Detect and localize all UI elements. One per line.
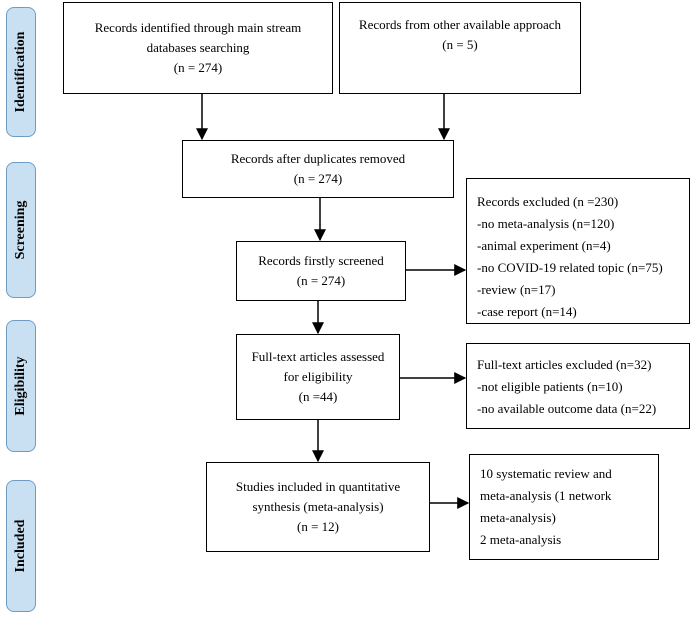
records-excluded-animal: -animal experiment (n=4)	[477, 238, 611, 253]
stage-identification: Identification	[6, 7, 36, 137]
firstly-screened-box: Records firstly screened (n = 274)	[236, 241, 406, 301]
records-other-line1: Records from other available approach	[358, 17, 562, 32]
records-excluded-no-meta: -no meta-analysis (n=120)	[477, 216, 615, 231]
firstly-screened-line1: Records firstly screened	[258, 253, 384, 268]
included-breakdown-line2: meta-analysis (1 network	[480, 488, 612, 503]
records-identified-line1: Records identified through main stream	[94, 20, 302, 35]
fulltext-excluded-box: Full-text articles excluded (n=32) -not …	[466, 343, 690, 429]
after-duplicates-count: (n = 274)	[293, 171, 343, 186]
records-excluded-case-report: -case report (n=14)	[477, 304, 577, 319]
fulltext-assessed-line1: Full-text articles assessed	[251, 349, 385, 364]
fulltext-excluded-outcome: -no available outcome data (n=22)	[477, 401, 657, 416]
studies-included-count: (n = 12)	[297, 519, 339, 534]
stage-screening: Screening	[6, 162, 36, 298]
stage-eligibility: Eligibility	[6, 320, 36, 452]
stage-included: Included	[6, 480, 36, 612]
studies-included-box: Studies included in quantitative synthes…	[206, 462, 430, 552]
after-duplicates-box: Records after duplicates removed (n = 27…	[182, 140, 454, 198]
fulltext-excluded-patients: -not eligible patients (n=10)	[477, 379, 623, 394]
records-excluded-total: Records excluded (n =230)	[477, 194, 619, 209]
fulltext-assessed-box: Full-text articles assessed for eligibil…	[236, 334, 400, 420]
records-excluded-review: -review (n=17)	[477, 282, 556, 297]
records-other-box: Records from other available approach (n…	[339, 2, 581, 94]
records-other-count: (n = 5)	[442, 37, 478, 52]
records-identified-line2: databases searching	[146, 40, 250, 55]
firstly-screened-count: (n = 274)	[296, 273, 346, 288]
fulltext-excluded-total: Full-text articles excluded (n=32)	[477, 357, 652, 372]
records-identified-box: Records identified through main stream d…	[63, 2, 333, 94]
after-duplicates-line1: Records after duplicates removed	[230, 151, 406, 166]
studies-included-line1: Studies included in quantitative	[235, 479, 401, 494]
included-breakdown-line1: 10 systematic review and	[480, 466, 612, 481]
included-breakdown-box: 10 systematic review and meta-analysis (…	[469, 454, 659, 560]
records-excluded-no-covid: -no COVID-19 related topic (n=75)	[477, 260, 663, 275]
records-identified-count: (n = 274)	[173, 60, 223, 75]
records-excluded-box: Records excluded (n =230) -no meta-analy…	[466, 178, 690, 324]
fulltext-assessed-line2: for eligibility	[283, 369, 353, 384]
studies-included-line2: synthesis (meta-analysis)	[252, 499, 384, 514]
included-breakdown-line3: meta-analysis)	[480, 510, 556, 525]
included-breakdown-line4: 2 meta-analysis	[480, 532, 562, 547]
fulltext-assessed-count: (n =44)	[298, 389, 338, 404]
